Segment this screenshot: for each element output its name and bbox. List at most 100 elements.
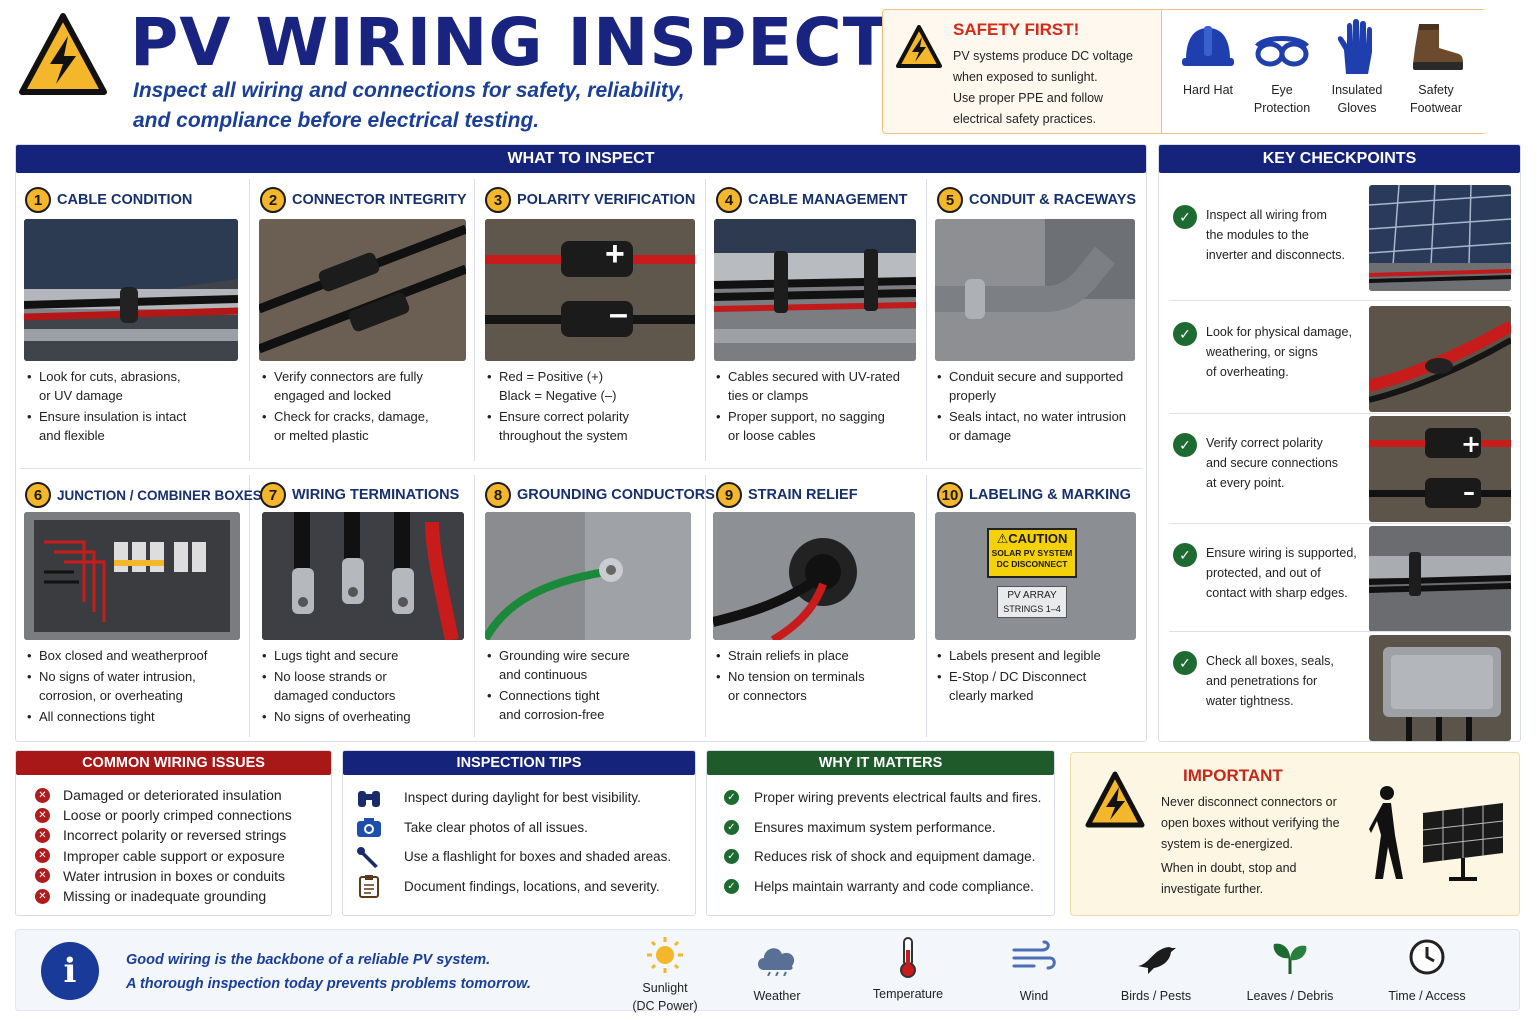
item-bullets: Box closed and weatherproof No signs of … xyxy=(25,646,235,728)
x-icon: ✕ xyxy=(35,868,50,884)
common-wiring-issues-panel: COMMON WIRING ISSUES ✕Damaged or deterio… xyxy=(15,750,332,916)
bullet: Check for cracks, damage, or melted plas… xyxy=(260,407,470,445)
tip-text: Take clear photos of all issues. xyxy=(404,819,588,835)
check-icon: ✓ xyxy=(1173,322,1197,346)
page-subtitle: Inspect all wiring and connections for s… xyxy=(133,76,833,136)
checkpoint-line: Verify correct polarity xyxy=(1206,436,1323,450)
tip-text: Use a flashlight for boxes and shaded ar… xyxy=(404,849,672,865)
safety-line: electrical safety practices. xyxy=(953,112,1097,126)
flashlight-icon xyxy=(357,846,378,868)
checkpoint-line: and secure connections xyxy=(1206,456,1339,470)
ppe-label: Hard Hat xyxy=(1182,83,1234,97)
item-bullets: Red = Positive (+) Black = Negative (–) … xyxy=(485,367,695,447)
check-icon: ✓ xyxy=(724,878,739,894)
svg-text:–: – xyxy=(1463,478,1475,506)
check-icon: ✓ xyxy=(1173,651,1197,675)
wiring-terminations-photo xyxy=(262,512,464,640)
ppe-label: Eye xyxy=(1271,83,1293,97)
checkpoint-text: Check all boxes, seals, and penetrations… xyxy=(1206,651,1364,711)
ppe-label: Footwear xyxy=(1409,101,1463,115)
issue-item: ✕Damaged or deteriorated insulation xyxy=(35,785,292,805)
minus-sign: – xyxy=(609,295,628,333)
why-text: Helps maintain warranty and code complia… xyxy=(754,878,1034,894)
inspect-item-strain-relief: 9 STRAIN RELIEF Strain reliefs in place N… xyxy=(710,472,932,762)
issue-text: Damaged or deteriorated insulation xyxy=(63,787,282,804)
factor-label: (DC Power) xyxy=(632,999,698,1013)
safety-title: SAFETY FIRST! xyxy=(953,20,1080,39)
row-divider xyxy=(20,468,1142,469)
item-name: CONDUIT & RACEWAYS xyxy=(969,192,1137,208)
ppe-label: Safety xyxy=(1418,83,1454,97)
checkpoint-line: the modules to the xyxy=(1206,228,1309,242)
bullet: No signs of water intrusion, corrosion, … xyxy=(25,667,235,705)
item-name: CABLE CONDITION xyxy=(57,192,193,208)
caution-sub: SOLAR PV SYSTEM xyxy=(989,548,1075,559)
polarity-verification-photo: + – xyxy=(485,219,695,361)
item-title: 9 STRAIN RELIEF xyxy=(716,482,858,508)
item-number: 8 xyxy=(485,482,511,508)
safety-line: PV systems produce DC voltage xyxy=(953,49,1133,63)
ppe-safety-footwear: Safety Footwear xyxy=(1396,18,1476,117)
bullet: Red = Positive (+) Black = Negative (–) xyxy=(485,367,695,405)
divider xyxy=(1169,413,1512,414)
column-divider xyxy=(474,475,475,737)
connector-integrity-photo xyxy=(259,219,466,361)
why-text: Ensures maximum system performance. xyxy=(754,819,996,835)
column-divider xyxy=(926,475,927,737)
item-name: CONNECTOR INTEGRITY xyxy=(292,192,467,208)
bullet: Look for cuts, abrasions, or UV damage xyxy=(25,367,235,405)
factor-label: Sunlight xyxy=(642,981,688,995)
bullet: No tension on terminals or connectors xyxy=(714,667,924,705)
important-line: open boxes without verifying the xyxy=(1161,816,1340,830)
item-number: 1 xyxy=(25,187,51,213)
clipboard-icon xyxy=(359,875,379,899)
insulated-gloves-icon xyxy=(1337,19,1372,74)
factor-label: Birds / Pests xyxy=(1120,989,1192,1003)
issue-text: Improper cable support or exposure xyxy=(63,847,285,864)
item-bullets: Look for cuts, abrasions, or UV damage E… xyxy=(25,367,235,447)
item-number: 10 xyxy=(937,482,963,508)
issues-list: ✕Damaged or deteriorated insulation ✕ Loo… xyxy=(35,785,292,906)
checkpoint-line: contact with sharp edges. xyxy=(1206,586,1348,600)
subtitle-line-2: and compliance before electrical testing… xyxy=(133,109,540,132)
item-number: 4 xyxy=(716,187,742,213)
check-icon: ✓ xyxy=(1173,205,1197,229)
common-wiring-issues-header: COMMON WIRING ISSUES xyxy=(16,751,331,775)
important-line: Never disconnect connectors or xyxy=(1161,795,1337,809)
why-it-matters-panel: WHY IT MATTERS ✓Proper wiring prevents e… xyxy=(706,750,1055,916)
check-icon: ✓ xyxy=(724,849,739,865)
why-item: ✓Proper wiring prevents electrical fault… xyxy=(724,783,1041,813)
bullet: No loose strands or damaged conductors xyxy=(260,667,470,705)
checkpoint-photo-modules xyxy=(1369,185,1511,291)
item-number: 9 xyxy=(716,482,742,508)
item-name: STRAIN RELIEF xyxy=(748,487,858,503)
tips-list: Inspect during daylight for best visibil… xyxy=(356,783,671,901)
footer-line: Good wiring is the backbone of a reliabl… xyxy=(126,952,491,968)
factor-wind: Wind xyxy=(984,940,1084,1005)
check-icon: ✓ xyxy=(1173,433,1197,457)
checkpoint-text: Inspect all wiring from the modules to t… xyxy=(1206,205,1364,265)
checkpoint-line: Ensure wiring is supported, xyxy=(1206,546,1357,560)
bullet: Ensure correct polarity throughout the s… xyxy=(485,407,695,445)
why-list: ✓Proper wiring prevents electrical fault… xyxy=(724,783,1041,901)
caution-title: ⚠CAUTION xyxy=(996,531,1068,546)
important-title: IMPORTANT xyxy=(1183,766,1283,785)
eye-protection-icon xyxy=(1255,36,1309,67)
temperature-icon xyxy=(900,937,916,978)
factor-leaves-debris: Leaves / Debris xyxy=(1240,940,1340,1005)
ppe-panel: Hard Hat Eye Protection Insulated Gloves… xyxy=(1161,10,1486,133)
issue-text: Loose or poorly crimped connections xyxy=(63,807,292,824)
checkpoint-text: Look for physical damage, weathering, or… xyxy=(1206,322,1364,382)
checkpoint-line: Inspect all wiring from xyxy=(1206,208,1327,222)
issue-text: Water intrusion in boxes or conduits xyxy=(63,867,286,884)
item-number: 5 xyxy=(937,187,963,213)
bullet: Strain reliefs in place xyxy=(714,646,924,665)
checkpoint-photo-polarity: +– xyxy=(1369,416,1511,522)
labeling-marking-photo: ⚠CAUTION SOLAR PV SYSTEM DC DISCONNECT P… xyxy=(935,512,1136,640)
